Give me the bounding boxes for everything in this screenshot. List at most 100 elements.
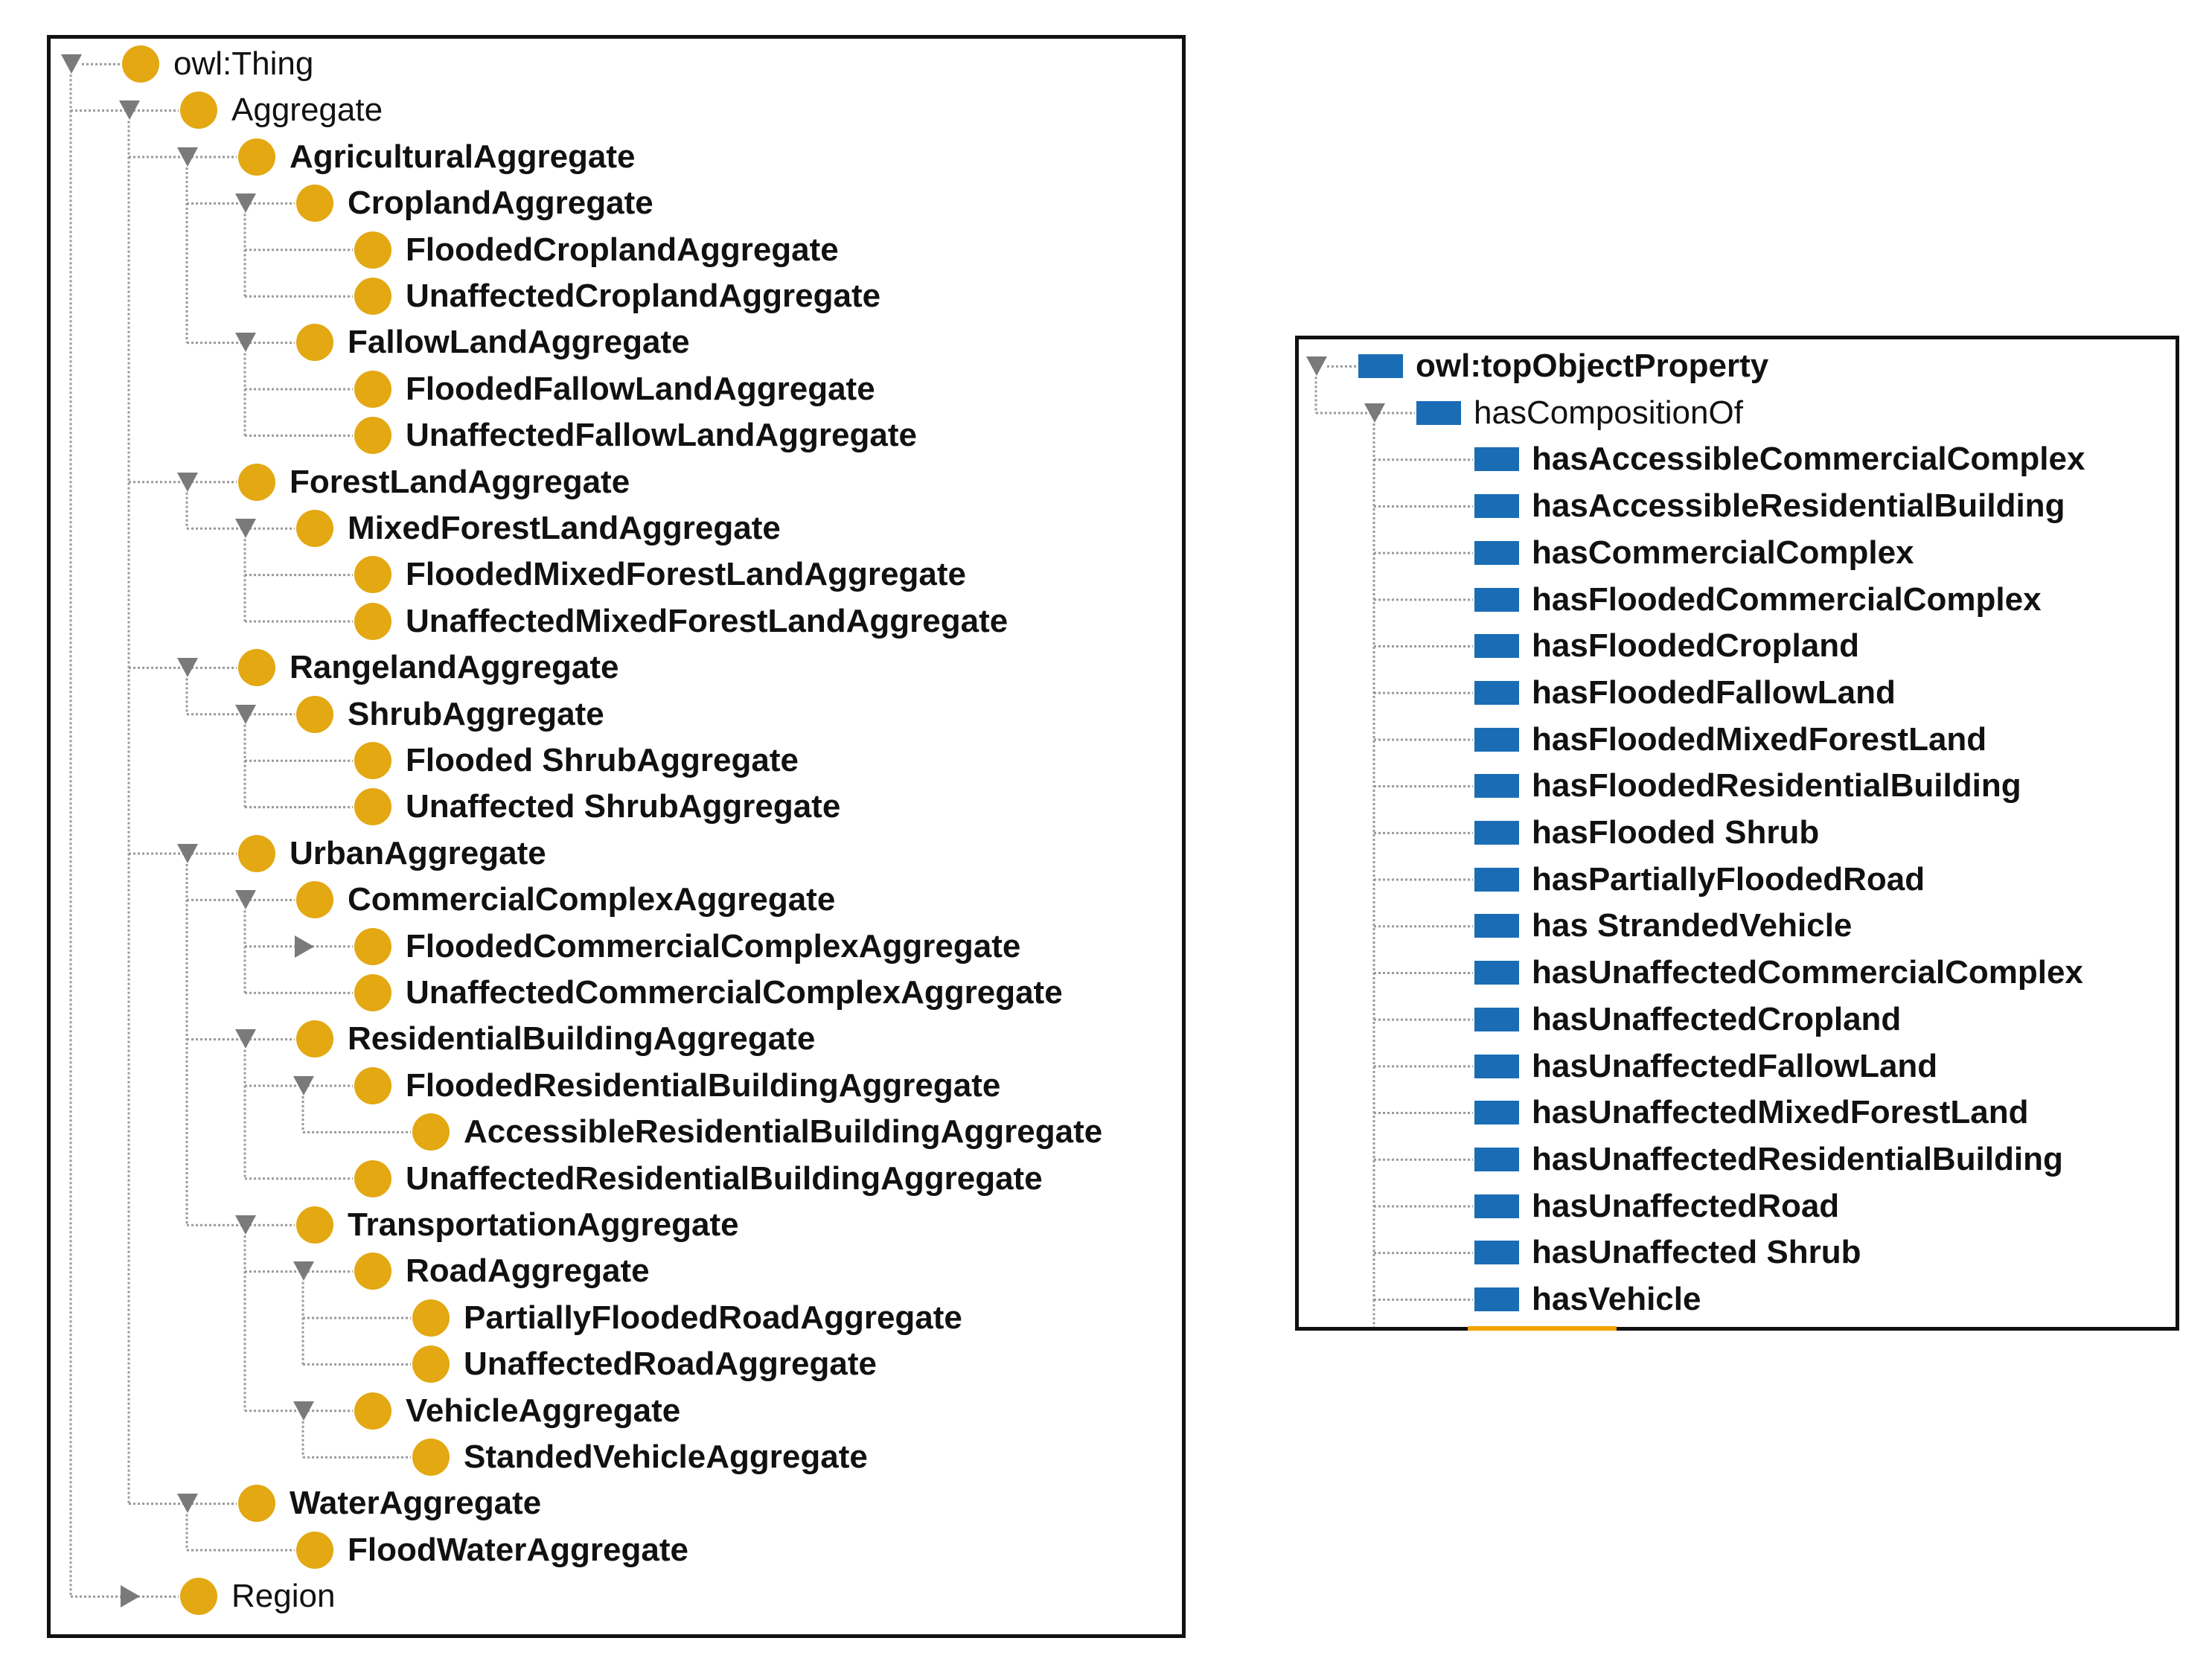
class-node-unaffectedfallowlandaggregate[interactable]: UnaffectedFallowLandAggregate bbox=[51, 412, 1174, 458]
class-circle-icon bbox=[354, 788, 391, 826]
class-node-flooded-shrubaggregate[interactable]: Flooded ShrubAggregate bbox=[51, 738, 1174, 784]
property-node-label: hasFloodedFallowLand bbox=[1532, 674, 1896, 711]
property-node-has-strandedvehicle[interactable]: has StrandedVehicle bbox=[1299, 903, 2168, 949]
class-node-unaffectedcommercialcomplexaggregate[interactable]: UnaffectedCommercialComplexAggregate bbox=[51, 970, 1174, 1016]
property-node-hasunaffectedcropland[interactable]: hasUnaffectedCropland bbox=[1299, 996, 2168, 1043]
property-tree-lines bbox=[1314, 365, 1473, 1327]
triangle-down-icon[interactable] bbox=[176, 459, 205, 505]
class-node-label: Aggregate bbox=[231, 92, 383, 129]
property-node-hasunaffectedresidentialbuilding[interactable]: hasUnaffectedResidentialBuilding bbox=[1299, 1136, 2168, 1183]
triangle-down-icon[interactable] bbox=[176, 1480, 205, 1526]
property-node-label: hasUnaffectedRoad bbox=[1532, 1187, 1840, 1224]
class-node-floodwateraggregate[interactable]: FloodWaterAggregate bbox=[51, 1527, 1174, 1573]
class-node-commercialcomplexaggregate[interactable]: CommercialComplexAggregate bbox=[51, 877, 1174, 923]
triangle-down-icon[interactable] bbox=[234, 319, 263, 365]
class-node-label: AgriculturalAggregate bbox=[290, 138, 636, 175]
class-node-mixedforestlandaggregate[interactable]: MixedForestLandAggregate bbox=[51, 505, 1174, 551]
class-node-floodedfallowlandaggregate[interactable]: FloodedFallowLandAggregate bbox=[51, 366, 1174, 412]
class-node-roadaggregate[interactable]: RoadAggregate bbox=[51, 1248, 1174, 1294]
property-node-label: hasFloodedCropland bbox=[1532, 627, 1859, 665]
class-node-standedvehicleaggregate[interactable]: StandedVehicleAggregate bbox=[51, 1434, 1174, 1480]
class-node-partiallyfloodedroadaggregate[interactable]: PartiallyFloodedRoadAggregate bbox=[51, 1295, 1174, 1341]
class-node-shrubaggregate[interactable]: ShrubAggregate bbox=[51, 691, 1174, 738]
triangle-right-icon[interactable] bbox=[118, 1573, 147, 1619]
class-node-floodedcommercialcomplexaggregate[interactable]: FloodedCommercialComplexAggregate bbox=[51, 924, 1174, 970]
class-node-accessibleresidentialbuildingaggregate[interactable]: AccessibleResidentialBuildingAggregate bbox=[51, 1109, 1174, 1155]
class-node-label: UnaffectedResidentialBuildingAggregate bbox=[406, 1159, 1043, 1197]
property-node-hasunaffectedmixedforestland[interactable]: hasUnaffectedMixedForestLand bbox=[1299, 1090, 2168, 1136]
triangle-down-icon[interactable] bbox=[292, 1388, 322, 1434]
property-node-hasfloodedcropland[interactable]: hasFloodedCropland bbox=[1299, 623, 2168, 669]
class-circle-icon bbox=[354, 1392, 391, 1430]
class-node-agriculturalaggregate[interactable]: AgriculturalAggregate bbox=[51, 134, 1174, 180]
triangle-down-icon[interactable] bbox=[234, 180, 263, 226]
object-property-icon bbox=[1474, 1101, 1519, 1125]
triangle-down-icon[interactable] bbox=[234, 1016, 263, 1062]
class-node-floodedresidentialbuildingaggregate[interactable]: FloodedResidentialBuildingAggregate bbox=[51, 1063, 1174, 1109]
class-node-wateraggregate[interactable]: WaterAggregate bbox=[51, 1480, 1174, 1526]
class-node-floodedmixedforestlandaggregate[interactable]: FloodedMixedForestLandAggregate bbox=[51, 551, 1174, 598]
property-node-hasunaffectedcommercialcomplex[interactable]: hasUnaffectedCommercialComplex bbox=[1299, 950, 2168, 996]
property-node-hasfloodedmixedforestland[interactable]: hasFloodedMixedForestLand bbox=[1299, 717, 2168, 763]
object-property-icon bbox=[1474, 1147, 1519, 1171]
property-node-hasunaffectedroad[interactable]: hasUnaffectedRoad bbox=[1299, 1183, 2168, 1229]
class-node-rangelandaggregate[interactable]: RangelandAggregate bbox=[51, 644, 1174, 691]
class-node-unaffectedcroplandaggregate[interactable]: UnaffectedCroplandAggregate bbox=[51, 273, 1174, 319]
class-node-croplandaggregate[interactable]: CroplandAggregate bbox=[51, 180, 1174, 226]
class-node-label: RangelandAggregate bbox=[290, 649, 619, 686]
triangle-down-icon[interactable] bbox=[118, 87, 147, 133]
class-circle-icon bbox=[296, 185, 333, 223]
triangle-down-icon[interactable] bbox=[292, 1063, 322, 1109]
class-node-label: CommercialComplexAggregate bbox=[348, 881, 836, 918]
class-node-residentialbuildingaggregate[interactable]: ResidentialBuildingAggregate bbox=[51, 1016, 1174, 1062]
class-node-label: StandedVehicleAggregate bbox=[464, 1439, 868, 1475]
class-node-aggregate[interactable]: Aggregate bbox=[51, 87, 1174, 133]
class-node-forestlandaggregate[interactable]: ForestLandAggregate bbox=[51, 459, 1174, 505]
triangle-down-icon[interactable] bbox=[176, 134, 205, 180]
triangle-down-icon[interactable] bbox=[176, 644, 205, 691]
triangle-down-icon[interactable] bbox=[176, 831, 205, 877]
triangle-down-icon[interactable] bbox=[60, 41, 89, 87]
triangle-down-icon[interactable] bbox=[234, 691, 263, 738]
class-node-unaffectedresidentialbuildingaggregate[interactable]: UnaffectedResidentialBuildingAggregate bbox=[51, 1156, 1174, 1202]
triangle-down-icon[interactable] bbox=[234, 505, 263, 551]
property-node-label: hasUnaffectedCropland bbox=[1532, 1000, 1902, 1037]
triangle-down-icon[interactable] bbox=[1305, 343, 1334, 389]
property-node-hasunaffected-shrub[interactable]: hasUnaffected Shrub bbox=[1299, 1229, 2168, 1276]
triangle-right-icon[interactable] bbox=[292, 924, 322, 970]
class-circle-icon bbox=[412, 1439, 450, 1476]
triangle-down-icon[interactable] bbox=[292, 1248, 322, 1294]
property-node-hasunaffectedfallowland[interactable]: hasUnaffectedFallowLand bbox=[1299, 1043, 2168, 1090]
class-node-fallowlandaggregate[interactable]: FallowLandAggregate bbox=[51, 319, 1174, 365]
class-node-unaffectedroadaggregate[interactable]: UnaffectedRoadAggregate bbox=[51, 1341, 1174, 1387]
class-node-label: Flooded ShrubAggregate bbox=[406, 742, 799, 778]
class-circle-icon bbox=[354, 278, 391, 315]
property-node-hasfloodedcommercialcomplex[interactable]: hasFloodedCommercialComplex bbox=[1299, 577, 2168, 623]
class-node-owl-thing[interactable]: owl:Thing bbox=[51, 41, 1174, 87]
class-node-unaffectedmixedforestlandaggregate[interactable]: UnaffectedMixedForestLandAggregate bbox=[51, 598, 1174, 644]
triangle-down-icon[interactable] bbox=[1363, 390, 1393, 436]
property-node-hascommercialcomplex[interactable]: hasCommercialComplex bbox=[1299, 530, 2168, 576]
property-node-hasvehicle[interactable]: hasVehicle bbox=[1299, 1276, 2168, 1322]
class-node-transportationaggregate[interactable]: TransportationAggregate bbox=[51, 1202, 1174, 1248]
class-node-unaffected-shrubaggregate[interactable]: Unaffected ShrubAggregate bbox=[51, 784, 1174, 830]
object-property-icon bbox=[1474, 1194, 1519, 1218]
class-node-region[interactable]: Region bbox=[51, 1573, 1174, 1619]
property-node-owl-topobjectproperty[interactable]: owl:topObjectProperty bbox=[1299, 343, 2168, 389]
object-property-icon bbox=[1474, 447, 1519, 472]
property-node-hasaccessibleresidentialbuilding[interactable]: hasAccessibleResidentialBuilding bbox=[1299, 483, 2168, 529]
class-node-vehicleaggregate[interactable]: VehicleAggregate bbox=[51, 1388, 1174, 1434]
triangle-down-icon[interactable] bbox=[234, 877, 263, 923]
property-node-hasfloodedresidentialbuilding[interactable]: hasFloodedResidentialBuilding bbox=[1299, 763, 2168, 809]
class-node-floodedcroplandaggregate[interactable]: FloodedCroplandAggregate bbox=[51, 227, 1174, 273]
class-node-label: owl:Thing bbox=[173, 45, 314, 82]
property-node-hascompositionof[interactable]: hasCompositionOf bbox=[1299, 390, 2168, 436]
property-node-hasaccessiblecommercialcomplex[interactable]: hasAccessibleCommercialComplex bbox=[1299, 436, 2168, 482]
object-property-icon bbox=[1474, 1054, 1519, 1078]
class-node-label: FloodWaterAggregate bbox=[348, 1531, 688, 1568]
class-node-urbanaggregate[interactable]: UrbanAggregate bbox=[51, 831, 1174, 877]
property-node-haspartiallyfloodedroad[interactable]: hasPartiallyFloodedRoad bbox=[1299, 857, 2168, 903]
triangle-down-icon[interactable] bbox=[234, 1202, 263, 1248]
property-node-hasfloodedfallowland[interactable]: hasFloodedFallowLand bbox=[1299, 670, 2168, 716]
property-node-hasflooded-shrub[interactable]: hasFlooded Shrub bbox=[1299, 810, 2168, 856]
